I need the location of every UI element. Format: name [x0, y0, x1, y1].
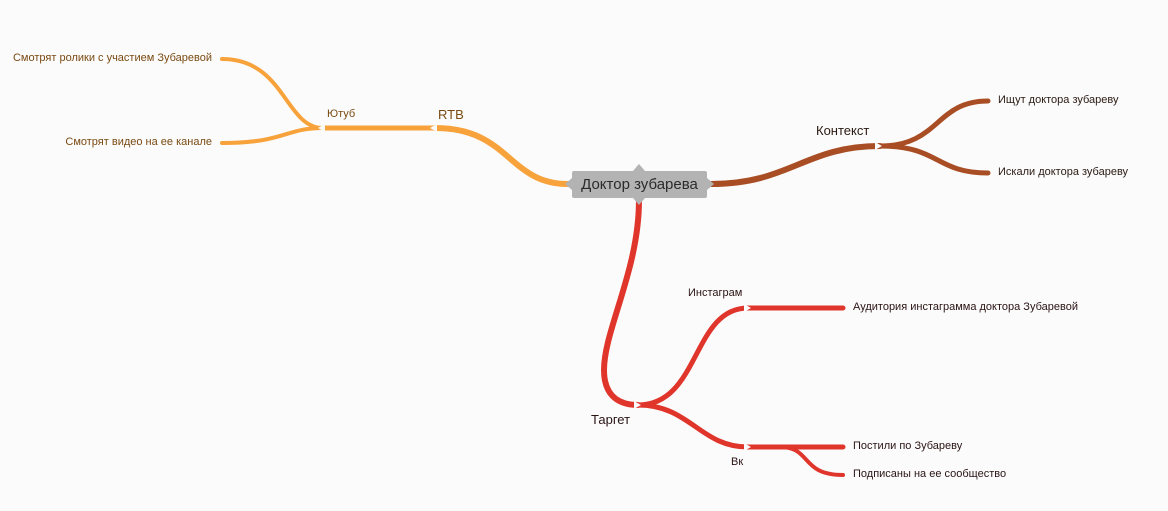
leaf-youtube-channel-videos[interactable]: Смотрят видео на ее канале [65, 136, 212, 148]
connector-marker [744, 443, 751, 451]
leaf-vk-subscribed[interactable]: Подписаны на ее сообщество [853, 468, 1007, 480]
node-vk[interactable]: Вк [731, 456, 744, 468]
node-youtube[interactable]: Ютуб [327, 108, 356, 120]
node-target[interactable]: Таргет [591, 412, 631, 427]
root-handle-bottom[interactable] [633, 198, 645, 205]
leaf-youtube-videos-with-zubareva[interactable]: Смотрят ролики с участием Зубаревой [12, 52, 212, 64]
node-rtb[interactable]: RTB [438, 107, 464, 122]
branch-youtube-leaf-2 [220, 126, 325, 145]
connector-marker [744, 304, 751, 312]
leaf-instagram-audience[interactable]: Аудитория инстаграмма доктора Зубаревой [853, 301, 1078, 313]
connector-marker [430, 124, 437, 132]
node-context[interactable]: Контекст [816, 123, 870, 138]
branch-target [601, 197, 642, 408]
root-handle-right[interactable] [707, 178, 714, 190]
branch-context-leaf-1 [877, 98, 991, 149]
connector-marker [875, 142, 882, 150]
root-label: Доктор зубарева [581, 176, 698, 193]
leaf-context-searched[interactable]: Искали доктора зубареву [998, 166, 1129, 178]
root-node[interactable]: Доктор зубарева [572, 171, 707, 198]
branch-rtb [432, 125, 571, 187]
node-instagram[interactable]: Инстаграм [688, 287, 743, 299]
branch-youtube-leaf-1 [220, 57, 325, 130]
branch-vk [635, 402, 846, 450]
root-handle-top[interactable] [633, 164, 645, 171]
branch-vk-leaf-2 [778, 445, 845, 477]
root-handle-left[interactable] [565, 178, 572, 190]
branch-instagram [635, 305, 846, 408]
connector-marker [318, 124, 325, 132]
leaf-context-search-now[interactable]: Ищут доктора зубареву [998, 94, 1119, 106]
leaf-vk-posted[interactable]: Постили по Зубареву [853, 440, 963, 452]
connector-marker [634, 401, 641, 409]
branch-context [708, 143, 883, 187]
branch-context-leaf-2 [877, 143, 991, 176]
